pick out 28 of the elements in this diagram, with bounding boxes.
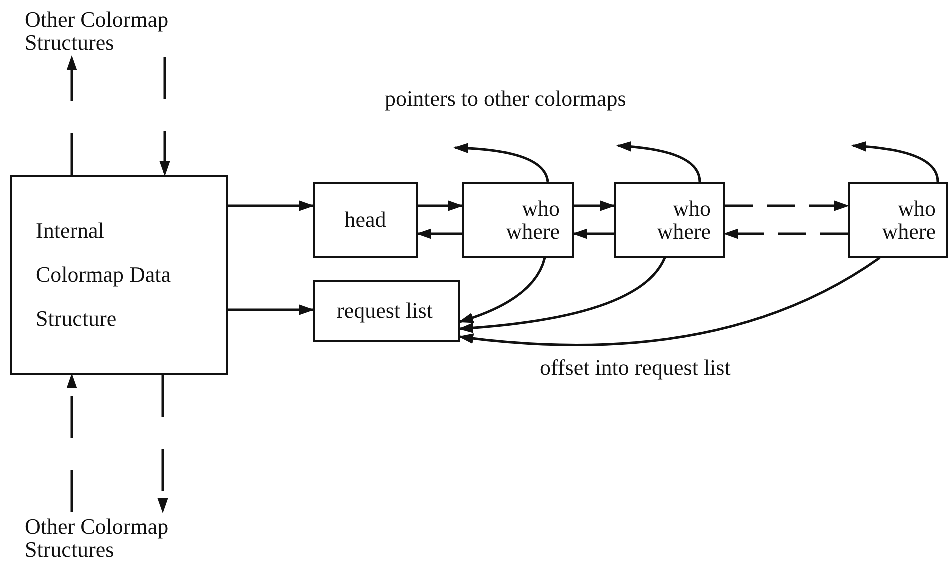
curved-arrow [616,142,702,182]
structure-box: Internal Colormap Data Structure [10,175,228,375]
arrow [416,228,462,240]
list-head-box: head [313,182,418,258]
structures-label: Other Colormap Structures [25,8,170,54]
arrow [228,304,314,316]
curved-arrow [458,258,546,324]
curved-arrow [454,143,550,182]
annotation-text: pointers to other colormaps [385,86,626,112]
structures-label: Other Colormap Structures [25,514,170,562]
curved-arrow [458,256,881,346]
request-list-box: request list [313,280,460,342]
arrow [66,56,78,175]
arrow [158,375,168,514]
curved-arrow [852,142,940,182]
list-element-box: who where [462,182,574,258]
arrow [724,228,848,240]
arrow [228,200,314,212]
arrow [725,200,850,212]
annotation-text: offset into request list [540,355,731,381]
arrow [572,228,614,240]
arrow [418,200,464,212]
arrow [66,374,78,512]
arrow [574,200,616,212]
curved-arrow [458,257,666,334]
list-element-box: who where [614,182,725,258]
arrow [160,57,170,176]
list-element-box: who where [848,182,948,258]
